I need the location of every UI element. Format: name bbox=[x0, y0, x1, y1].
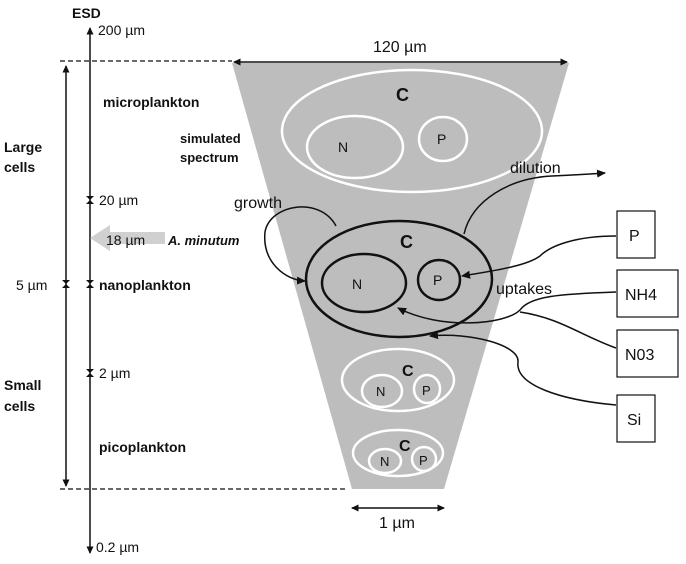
nutrient-box-ammonium: NH4 bbox=[616, 269, 679, 318]
uptake-arrow-nitrate bbox=[519, 311, 617, 349]
uptake-arrow-ammonium bbox=[397, 291, 617, 324]
carbon-label: C bbox=[399, 438, 411, 455]
microplankton-label: microplankton bbox=[103, 94, 199, 110]
carbon-label: C bbox=[396, 85, 409, 105]
size-spectrum-funnel bbox=[232, 63, 569, 489]
picoplankton-label: picoplankton bbox=[99, 439, 186, 455]
nanoplankton-cell: C N P bbox=[304, 219, 494, 339]
phosphorus-label: P bbox=[419, 453, 428, 468]
species-marker-size: 18 µm bbox=[106, 232, 145, 248]
nanoplankton-label: nanoplankton bbox=[99, 277, 191, 293]
simulated-spectrum-label: simulated spectrum bbox=[180, 131, 244, 165]
nitrogen-pool bbox=[360, 373, 404, 409]
nitrogen-pool bbox=[320, 252, 408, 314]
growth-arrow bbox=[264, 206, 337, 285]
uptakes-label: uptakes bbox=[496, 281, 552, 298]
phosphorus-label: P bbox=[437, 131, 446, 147]
nitrogen-pool bbox=[305, 114, 405, 180]
nitrogen-label: N bbox=[380, 454, 389, 469]
microplankton-cell: C N P bbox=[280, 68, 544, 194]
phosphorus-pool bbox=[416, 258, 462, 302]
large-cells-label: Large cells bbox=[4, 139, 46, 175]
nitrogen-label: N bbox=[376, 384, 385, 399]
tick-label-200um: 200 µm bbox=[98, 22, 145, 38]
phosphorus-label: P bbox=[433, 272, 442, 288]
species-marker-arrow bbox=[90, 225, 165, 251]
phosphorus-pool bbox=[412, 373, 442, 405]
cell-membrane bbox=[340, 347, 456, 413]
species-marker-name: A. minutum bbox=[167, 233, 240, 248]
nutrient-label: N03 bbox=[625, 347, 654, 364]
nutrient-label: P bbox=[629, 228, 640, 245]
tick-mark-20um bbox=[86, 196, 94, 204]
tick-label-20um: 20 µm bbox=[99, 192, 138, 208]
nutrient-box-phosphorus: P bbox=[616, 210, 656, 259]
dilution-label: dilution bbox=[510, 160, 561, 177]
cell-membrane bbox=[304, 219, 494, 339]
tick-label-0-2um: 0.2 µm bbox=[96, 539, 139, 555]
small-cells-label: Small cells bbox=[4, 377, 45, 414]
cell-membrane bbox=[280, 68, 544, 194]
tick-mark-5um bbox=[62, 280, 94, 288]
tick-label-5um: 5 µm bbox=[16, 277, 47, 293]
growth-label: growth bbox=[234, 195, 282, 212]
nitrogen-pool bbox=[367, 447, 403, 475]
axis-title: ESD bbox=[72, 5, 101, 21]
phosphorus-pool bbox=[410, 445, 438, 473]
nutrient-box-silicate: Si bbox=[616, 394, 656, 443]
picoplankton-cell-large: C N P bbox=[340, 347, 456, 413]
width-label-top: 120 µm bbox=[373, 39, 427, 56]
nutrient-box-nitrate: N03 bbox=[616, 329, 679, 378]
dilution-arrow bbox=[463, 169, 606, 235]
carbon-label: C bbox=[400, 232, 413, 252]
width-label-bottom: 1 µm bbox=[379, 515, 415, 532]
phosphorus-label: P bbox=[422, 383, 431, 398]
uptake-arrow-phosphorus bbox=[461, 235, 617, 279]
nitrogen-label: N bbox=[338, 139, 348, 155]
carbon-label: C bbox=[402, 363, 414, 380]
picoplankton-cell-small: C N P bbox=[351, 428, 445, 478]
nitrogen-label: N bbox=[352, 276, 362, 292]
nutrient-label: NH4 bbox=[625, 287, 657, 304]
uptake-arrow-silicate bbox=[429, 331, 617, 406]
cell-membrane bbox=[351, 428, 445, 478]
phosphorus-pool bbox=[417, 115, 469, 163]
nutrient-label: Si bbox=[627, 412, 641, 429]
tick-label-2um: 2 µm bbox=[99, 365, 130, 381]
tick-mark-2um bbox=[86, 369, 94, 377]
